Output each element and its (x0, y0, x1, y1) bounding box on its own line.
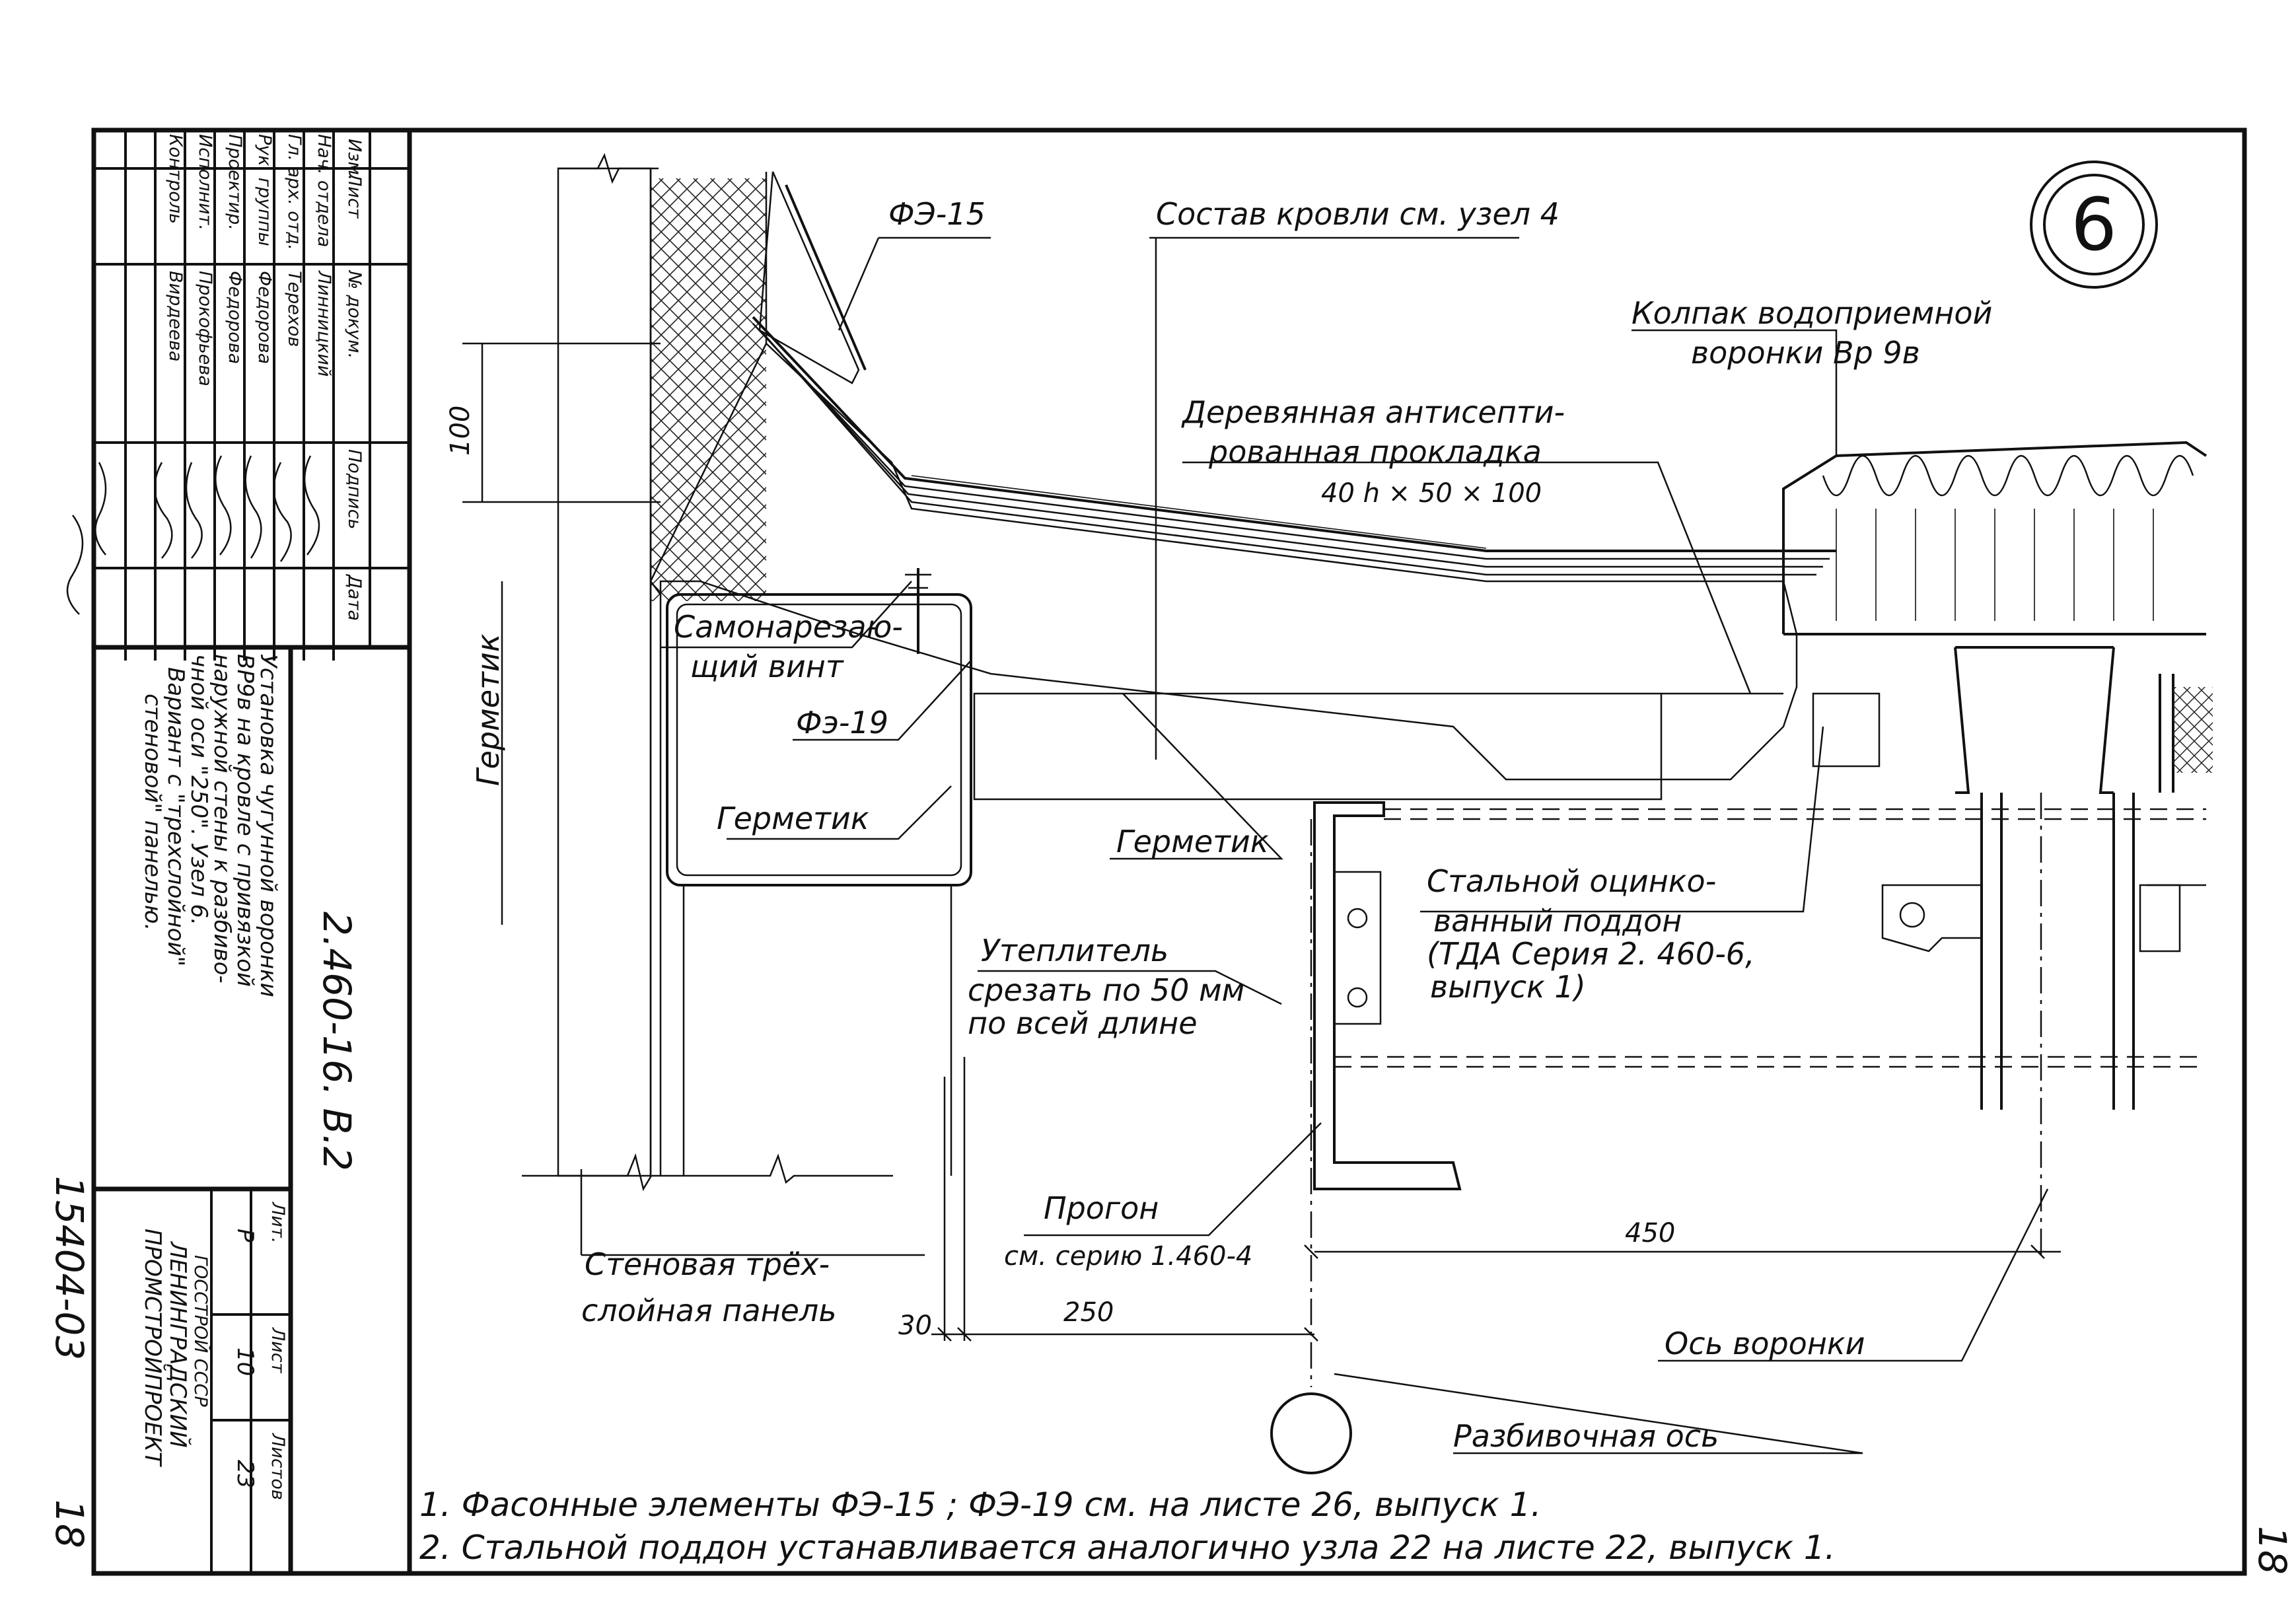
tb-row1-name: Линницкий (314, 270, 334, 377)
label-tray-line4: выпуск 1) (1430, 969, 1586, 1005)
tb-row5-name: Прокофьева (195, 271, 215, 386)
tb-row5-role: Исполнит. (195, 134, 215, 231)
label-tray-line1: Стальной оцинко- (1427, 863, 1716, 899)
node-number-marker: 6 (2030, 161, 2158, 289)
label-fe15: ФЭ-15 (888, 196, 986, 232)
drawing-code: 2.460-16. В.2 (314, 912, 359, 1171)
purlin-channel (1313, 801, 2206, 1190)
label-funnel-axis: Ось воронки (1665, 1326, 1865, 1361)
label-wall-line2: слойная панель (581, 1293, 836, 1328)
label-screw-line1: Самонарезаю- (674, 609, 903, 645)
label-tray-line2: ванный поддон (1433, 903, 1682, 939)
tb-header-sign: Подпись (344, 449, 365, 529)
tb-title-line2: ВР9в на кровле с привязкой (232, 654, 258, 987)
leader-lines (501, 236, 2049, 1455)
tb-row3-role: Рук. группы (254, 134, 275, 246)
label-roof-composition: Состав кровли см. узел 4 (1156, 196, 1560, 232)
node-number: 6 (2071, 182, 2117, 267)
label-sealant-vertical: Герметик (470, 633, 506, 786)
label-tray-line3: (ТДА Серия 2. 460-6, (1427, 936, 1755, 972)
fe15-flashing (758, 171, 867, 384)
box-section (666, 568, 972, 1176)
tb-header-date: Дата (344, 574, 365, 621)
tb-row2-role: Гл. арх. отд. (284, 134, 305, 250)
label-wall-line1: Стеновая трёх- (585, 1246, 830, 1282)
labels: ФЭ-15 Состав кровли см. узел 4 Колпак во… (470, 196, 1992, 1454)
label-insul-line2: срезать по 50 мм (968, 972, 1244, 1008)
label-fe19: Фэ-19 (796, 705, 888, 740)
label-insul-line3: по всей длине (968, 1005, 1198, 1041)
label-purlin-line1: Прогон (1044, 1190, 1159, 1226)
tb-stage: Р (232, 1229, 258, 1242)
dim-30: 30 (898, 1311, 932, 1341)
note-1: 1. Фасонные элементы ФЭ-15 ; ФЭ-19 см. н… (419, 1486, 1541, 1524)
tb-org-line1: ГОССТРОЙ СССР (190, 1255, 211, 1407)
tb-title-line4: чной оси "250". Узел 6. (186, 654, 212, 925)
tb-row4-role: Проектир. (225, 134, 245, 231)
tb-org-line3: ПРОМСТРОЙПРОЕКТ (139, 1229, 166, 1467)
label-insul-line1: Утеплитель (981, 933, 1168, 968)
tb-stage-header: Лит. (268, 1202, 288, 1243)
archive-number: 15404-03 (47, 1176, 92, 1360)
label-wood-line3: 40 h × 50 × 100 (1321, 478, 1542, 509)
tb-title-line1: Установка чугунной воронки (255, 654, 281, 997)
tb-title-line5: Вариант с "трехслойной" (162, 667, 189, 966)
tb-header-doc: № докум. (344, 270, 365, 359)
wall-panel (522, 153, 893, 1192)
tb-sheets-header: Листов (268, 1433, 288, 1500)
label-wood-line2: рованная прокладка (1208, 434, 1542, 470)
label-screw-line2: щий винт (690, 649, 844, 684)
tb-row2-name: Терехов (284, 271, 305, 347)
tb-sheets: 23 (232, 1460, 258, 1488)
tb-row1-role: Нач. отдела (314, 134, 334, 247)
tb-row4-name: Федорова (225, 271, 245, 364)
label-sealant-box: Герметик (717, 801, 869, 836)
tb-header-izm: Изм. (344, 139, 365, 181)
tb-row6-role: Контроль (165, 134, 186, 224)
signatures (66, 455, 320, 615)
dim-100: 100 (445, 406, 476, 456)
dimensions: 100 30 250 450 (445, 342, 2061, 1342)
sheet-page-number: 18 (2250, 1526, 2295, 1575)
archive-sheet: 18 (47, 1499, 92, 1548)
roof-insulation (649, 316, 1836, 801)
dim-450: 450 (1625, 1218, 1675, 1248)
dim-250: 250 (1063, 1297, 1114, 1328)
notes: 1. Фасонные элементы ФЭ-15 ; ФЭ-19 см. н… (419, 1486, 1836, 1567)
label-wood-line1: Деревянная антисепти- (1181, 394, 1565, 430)
note-2: 2. Стальной поддон устанавливается анало… (419, 1529, 1836, 1567)
label-cap-line2: воронки Вр 9в (1691, 335, 1920, 371)
tb-row6-name: Вирдеева (165, 271, 186, 362)
title-block: Изм. Лист № докум. Подпись Дата Нач. отд… (66, 130, 410, 1573)
label-cap-line1: Колпак водоприемной (1632, 295, 1992, 331)
tb-title-line3: наружной стены к разбиво- (209, 654, 235, 984)
label-sealant-mid: Герметик (1116, 824, 1269, 859)
label-marking-axis: Разбивочная ось (1453, 1418, 1719, 1454)
axes (943, 793, 2042, 1474)
tb-sheet: 10 (232, 1348, 258, 1376)
drain-funnel (1782, 441, 2213, 1110)
tb-title-line6: стеновой" панелью. (139, 694, 166, 931)
label-purlin-line2: см. серию 1.460-4 (1004, 1241, 1252, 1272)
tb-sheet-header: Лист (268, 1327, 288, 1374)
tb-org-line2: ЛЕНИНГРАДСКИЙ (164, 1241, 192, 1448)
tb-header-list: Лист (344, 172, 365, 219)
sheet-frame (91, 127, 2247, 1576)
tb-row3-name: Федорова (254, 271, 275, 364)
